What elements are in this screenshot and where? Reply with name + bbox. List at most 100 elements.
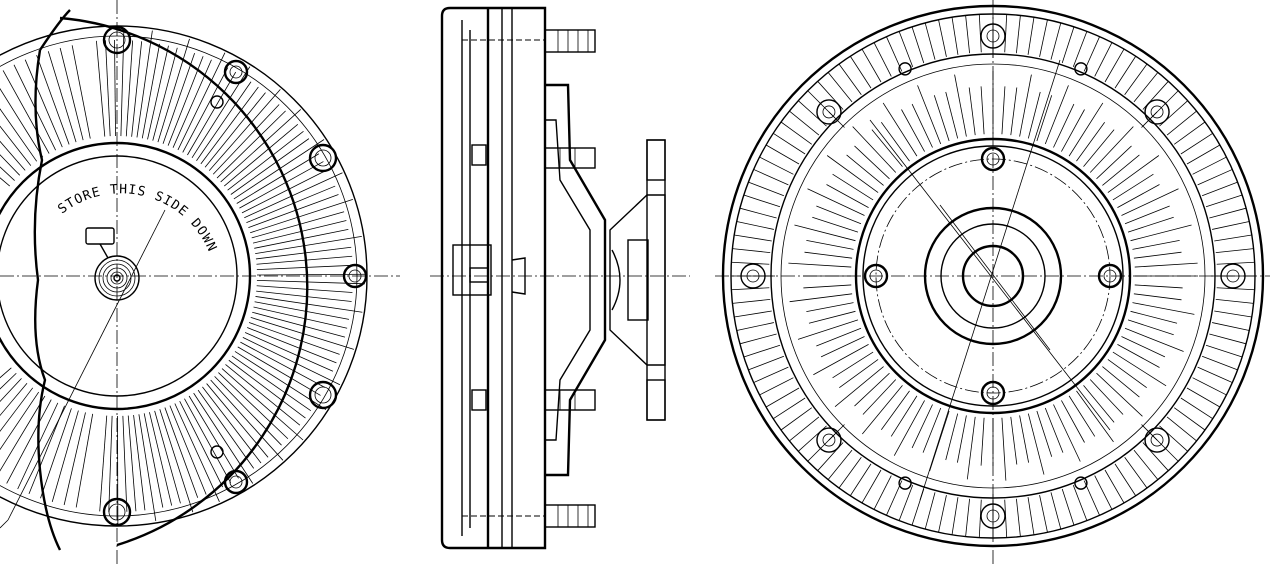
fin-line bbox=[1216, 261, 1255, 265]
fin-line bbox=[731, 261, 770, 265]
fin-line bbox=[794, 224, 856, 242]
fin-line bbox=[1072, 31, 1088, 68]
fin-line bbox=[63, 412, 86, 506]
fin-line bbox=[739, 207, 777, 219]
fin-line bbox=[951, 17, 959, 55]
fin-line bbox=[1096, 145, 1132, 180]
fin-line bbox=[1166, 110, 1197, 136]
fin-line bbox=[240, 341, 326, 388]
fin-line bbox=[71, 45, 91, 139]
fin-line bbox=[250, 317, 355, 350]
fin-line bbox=[911, 26, 925, 64]
fin-line bbox=[849, 463, 872, 496]
fin-line bbox=[966, 416, 976, 480]
fin-line bbox=[1072, 484, 1088, 521]
fin-line bbox=[736, 221, 774, 230]
fin-line bbox=[807, 188, 865, 216]
fin-line bbox=[834, 366, 884, 407]
fin-line bbox=[743, 344, 781, 358]
fin-line bbox=[1027, 17, 1035, 55]
fin-line bbox=[734, 310, 772, 318]
fin-line bbox=[147, 45, 169, 140]
fin-line bbox=[253, 306, 348, 329]
fin-line bbox=[748, 181, 785, 197]
side-hub-body bbox=[545, 83, 607, 477]
fin-line bbox=[47, 51, 77, 143]
fin-line bbox=[239, 161, 324, 209]
fin-line bbox=[789, 293, 853, 303]
fin-line bbox=[250, 198, 353, 234]
fin-line bbox=[898, 484, 914, 521]
fin-line bbox=[893, 400, 925, 456]
boss-hole bbox=[1144, 427, 1170, 453]
fin-line bbox=[233, 139, 325, 200]
fin-line bbox=[227, 131, 304, 191]
fin-line bbox=[1186, 387, 1221, 408]
fin-line bbox=[141, 43, 160, 139]
fin-line bbox=[901, 109, 925, 152]
fin-line bbox=[1001, 86, 1006, 135]
fin-line bbox=[1133, 449, 1159, 480]
fin-line bbox=[149, 412, 173, 506]
fin-line bbox=[832, 351, 874, 379]
fin-line bbox=[105, 40, 111, 137]
fin-line bbox=[862, 379, 897, 415]
fin-line bbox=[223, 123, 299, 187]
fin-line bbox=[0, 395, 46, 472]
boss-rib bbox=[1141, 424, 1158, 441]
fin-line bbox=[911, 103, 933, 148]
fin-line bbox=[873, 475, 892, 510]
fin-line bbox=[954, 74, 967, 137]
fin-line bbox=[193, 392, 254, 484]
fin-line bbox=[248, 194, 339, 229]
fin-line bbox=[1102, 154, 1140, 186]
fin-line bbox=[1068, 102, 1104, 157]
fin-line bbox=[924, 492, 936, 530]
fin-line bbox=[965, 15, 970, 54]
fin-line bbox=[208, 89, 281, 171]
fin-line bbox=[216, 110, 286, 179]
fin-line bbox=[1094, 42, 1113, 77]
fin-line bbox=[1001, 417, 1007, 481]
fin-line bbox=[1130, 224, 1192, 242]
fin-line bbox=[251, 211, 345, 239]
fin-line bbox=[1133, 251, 1182, 259]
fin-line bbox=[36, 55, 70, 145]
fin-line bbox=[1089, 126, 1134, 173]
fin-line bbox=[1127, 216, 1174, 233]
fin-line bbox=[1124, 456, 1148, 489]
fin-line bbox=[114, 40, 116, 137]
fin-line bbox=[1121, 336, 1166, 358]
fin-line bbox=[1133, 293, 1182, 301]
fin-line bbox=[1133, 72, 1159, 103]
fin-line bbox=[108, 415, 113, 512]
fin-line bbox=[40, 408, 72, 499]
fin-line bbox=[1192, 377, 1227, 396]
fin-line bbox=[1209, 207, 1247, 219]
fin-line bbox=[0, 378, 22, 403]
fin-line bbox=[187, 71, 237, 156]
fin-line bbox=[236, 153, 320, 204]
fin-line bbox=[0, 108, 38, 162]
fin-line bbox=[806, 302, 854, 312]
fin-line bbox=[228, 359, 306, 419]
fin-line bbox=[1114, 56, 1137, 89]
fin-line bbox=[938, 19, 947, 57]
store-side-label: STORE THIS SIDE DOWN bbox=[55, 182, 219, 254]
fin-line bbox=[743, 194, 781, 208]
fin-line bbox=[980, 86, 985, 135]
fin-line bbox=[1061, 488, 1075, 526]
rear-cutaway-edge bbox=[33, 9, 71, 551]
fin-line bbox=[231, 355, 312, 412]
fin-line bbox=[1124, 327, 1184, 352]
fin-line bbox=[1039, 495, 1048, 533]
small-hole bbox=[1074, 476, 1088, 490]
fin-line bbox=[2, 70, 50, 154]
fin-line bbox=[862, 385, 903, 435]
fin-line bbox=[739, 333, 777, 345]
fin-line bbox=[230, 138, 310, 195]
boss-hole-inner bbox=[1150, 105, 1164, 119]
fin-line bbox=[0, 382, 28, 417]
fin-line bbox=[0, 166, 15, 181]
